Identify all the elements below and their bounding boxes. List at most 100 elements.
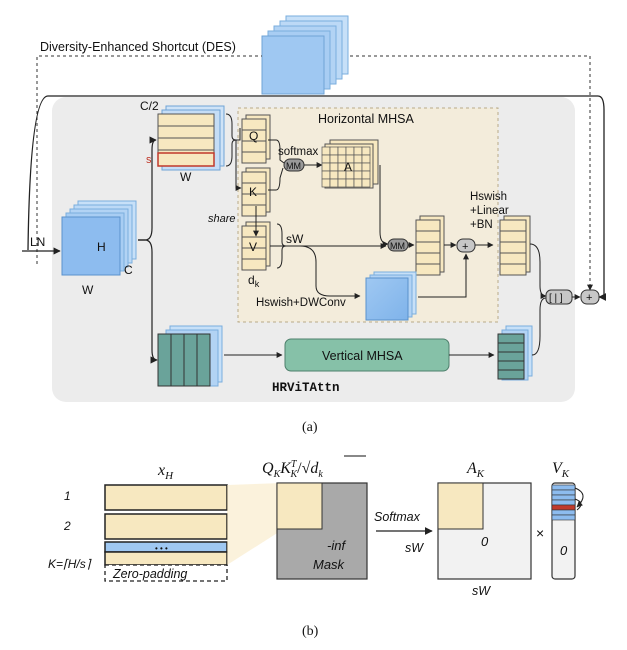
mask-label: Mask (313, 557, 346, 572)
xh-row-2 (104, 513, 228, 540)
vk-row-1 (551, 484, 576, 491)
q-to-mm-line (268, 139, 285, 164)
dwconv-to-plus-line (418, 253, 469, 298)
c-half-label: C/2 (140, 99, 159, 113)
attention-cell (329, 154, 339, 164)
mm-op-1-label: MM (286, 161, 301, 171)
des-tensor-stack (261, 15, 349, 95)
caption-b: (b) (302, 624, 319, 639)
ak-zero-label: 0 (481, 534, 489, 549)
hswish-linear-3: +BN (470, 219, 493, 231)
zero-padding-label: Zero-padding (112, 567, 187, 581)
q-stack (241, 114, 271, 164)
proj-to-concat-line (529, 243, 547, 299)
vertical-output-stack (497, 325, 533, 381)
vk-zero-label: 0 (560, 543, 568, 558)
hswish-linear-1: Hswish (470, 191, 507, 203)
vertical-mhsa-title: Vertical MHSA (322, 349, 403, 363)
mask-block (276, 482, 323, 530)
hswish-linear-2: +Linear (470, 205, 509, 217)
vk-row-4 (551, 499, 576, 506)
attention-cell (345, 146, 355, 156)
attention-cell (361, 170, 371, 180)
vk-row-3 (551, 494, 576, 501)
vk-row-6 (551, 509, 576, 516)
attention-cell (329, 146, 339, 156)
ak-label: AK (466, 460, 485, 480)
mhsa-output-stack (415, 215, 445, 276)
attention-cell (321, 178, 331, 188)
vk-row-2 (551, 489, 576, 496)
projection-wedge (227, 483, 282, 565)
row-1-label: 1 (64, 489, 71, 503)
split-to-vertical (138, 239, 158, 364)
strip-to-q-arrow (236, 128, 241, 141)
hswish-dwconv-label: Hswish+DWConv (256, 297, 346, 309)
attention-cell (353, 178, 363, 188)
mm-op-2-label: MM (390, 241, 405, 251)
xh-dots: • • • (155, 544, 168, 553)
add-op (580, 289, 600, 305)
attention-cell (361, 146, 371, 156)
input-w-label: W (82, 283, 94, 297)
horizontal-strip-stack (157, 105, 225, 171)
des-label: Diversity-Enhanced Shortcut (DES) (40, 40, 236, 54)
attention-grid-cells (321, 146, 371, 188)
attention-cell (345, 178, 355, 188)
attention-cell (329, 162, 339, 172)
ln-label: LN (30, 235, 45, 249)
k-to-mm-line (268, 167, 284, 191)
s-label: s (146, 154, 152, 166)
module-name: HRViTAttn (272, 381, 340, 395)
concat-op-label: [ | ] (549, 293, 563, 304)
share-label: share (208, 213, 236, 225)
residual-line (27, 95, 607, 301)
k-stack (241, 167, 271, 217)
v-to-dwconv-line (299, 245, 361, 299)
vk-loop-arrow-2 (574, 498, 582, 511)
k-label: K (249, 185, 257, 199)
caption-a: (a) (302, 420, 318, 435)
zero-padding-row (104, 564, 228, 582)
q-label: Q (249, 129, 258, 143)
ak-block (437, 482, 484, 530)
add-op-label: + (586, 292, 592, 304)
proj-output-stack (499, 215, 531, 276)
softmax-label-b: Softmax (374, 510, 421, 524)
attention-cell (353, 170, 363, 180)
xh-row-k (104, 551, 228, 566)
softmax-label: softmax (278, 146, 319, 158)
vk-label: VK (552, 460, 570, 480)
attention-cell (361, 154, 371, 164)
vk-row-7 (551, 514, 576, 521)
attention-cell (353, 146, 363, 156)
attention-cell (321, 154, 331, 164)
attention-cell (337, 146, 347, 156)
attention-cell (337, 178, 347, 188)
times-sign: × (536, 525, 544, 541)
attention-cell (329, 170, 339, 180)
sw-bottom-label: sW (472, 584, 491, 598)
dwconv-tensor-stack (365, 271, 417, 321)
plus-op-1-label: + (462, 241, 468, 253)
v-label: V (249, 240, 257, 254)
input-c-label: C (124, 263, 133, 277)
vertical-to-concat-line (531, 297, 547, 356)
attention-cell (361, 162, 371, 172)
attention-cell (353, 154, 363, 164)
dk-label: dk (248, 273, 260, 289)
attention-cell (361, 178, 371, 188)
vk-loop-arrow (574, 487, 584, 508)
input-h-label: H (97, 240, 106, 254)
vertical-strip-stack (157, 325, 223, 387)
vk-row-red (551, 504, 576, 511)
k-eq-label: K=⌈H/s⌉ (48, 557, 92, 571)
attention-cell (321, 146, 331, 156)
xh-label: xH (157, 462, 174, 482)
a-label: A (344, 160, 352, 174)
attention-cell (329, 178, 339, 188)
neg-inf-label: -inf (327, 538, 346, 553)
sw-left-label: sW (405, 541, 424, 555)
